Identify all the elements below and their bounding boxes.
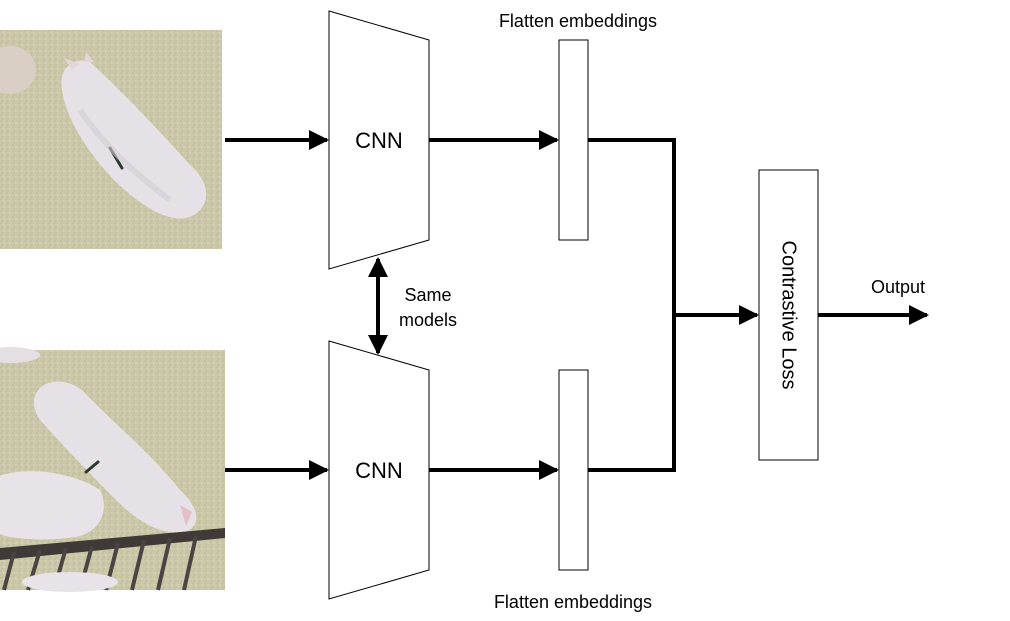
pig-photo-top — [0, 30, 222, 249]
flatten-top-label: Flatten embeddings — [499, 11, 657, 31]
flatten-bottom-label: Flatten embeddings — [494, 592, 652, 612]
embedding-vector-bottom — [558, 369, 589, 571]
loss-label: Contrastive Loss — [778, 241, 800, 390]
shared-label-line1: Same — [404, 285, 451, 305]
contrastive-loss-block — [758, 169, 819, 461]
cnn-block-bottom — [328, 340, 430, 600]
shared-label-line2: models — [399, 310, 457, 330]
embedding-vector-top — [558, 39, 589, 241]
output-label: Output — [871, 277, 925, 297]
connector-bottom — [588, 315, 676, 472]
cnn-block-top — [328, 10, 430, 270]
cnn-top-label: CNN — [355, 128, 403, 153]
pig-photo-bottom — [0, 347, 225, 592]
cnn-bottom-label: CNN — [355, 458, 403, 483]
connector-top — [588, 138, 676, 315]
